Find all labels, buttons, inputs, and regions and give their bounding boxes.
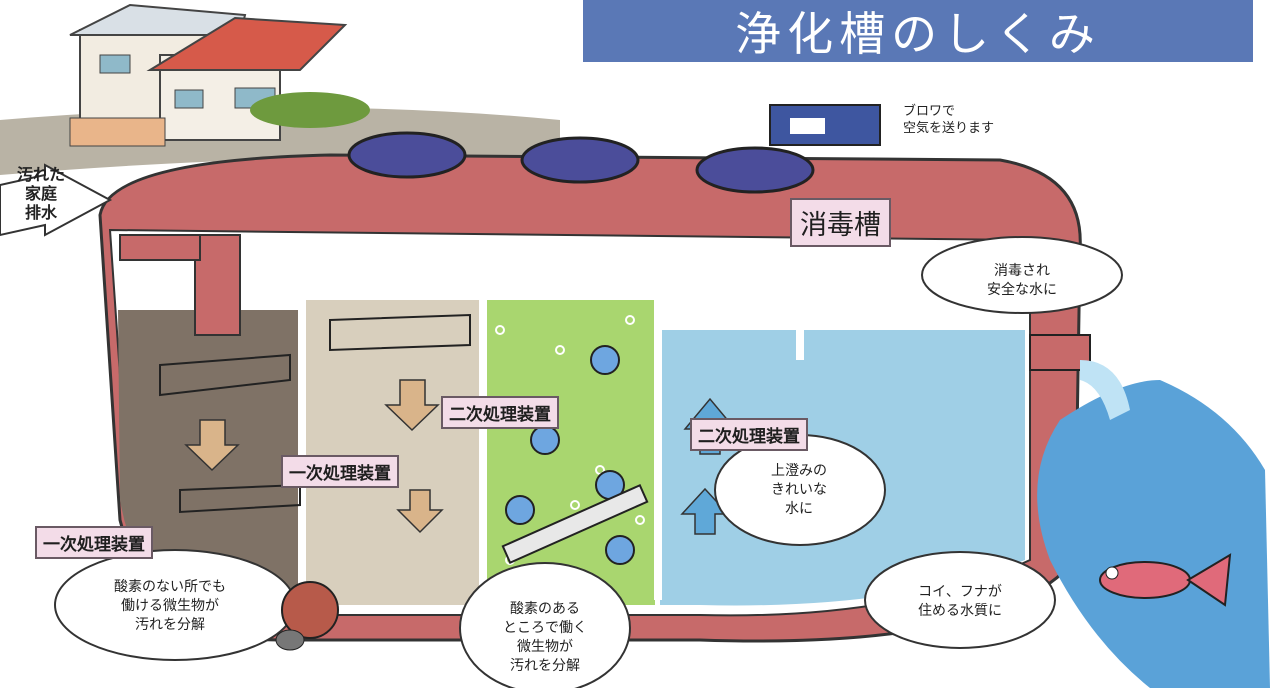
- secondary-treatment-label-2: 二次処理装置: [690, 418, 808, 451]
- wastewater-line-1: 汚れた: [16, 165, 65, 184]
- disinfected-line-2: 安全な水に: [987, 282, 1057, 298]
- microbe-icons: [505, 345, 635, 565]
- anaerobic-line-3: 汚れを分解: [135, 617, 205, 633]
- diffuser-pipe: [501, 483, 649, 565]
- aerobic-line-1: 酸素のある: [510, 601, 580, 617]
- blower-icon: [769, 104, 881, 146]
- river: [1037, 380, 1270, 688]
- aerobic-line-2: ところで働く: [503, 620, 587, 636]
- supernatant-line-1: 上澄みの: [771, 463, 827, 479]
- water-stream: [1080, 360, 1130, 420]
- aerobic-line-4: 汚れを分解: [510, 658, 580, 674]
- anaerobic-line-2: 働ける微生物が: [121, 598, 219, 614]
- page-title: 浄化槽のしくみ: [583, 0, 1253, 62]
- disinfection-tank-label: 消毒槽: [790, 198, 891, 247]
- supernatant-line-2: きれいな: [771, 482, 827, 498]
- anaerobic-bubble: 酸素のない所でも 働ける微生物が 汚れを分解: [70, 578, 270, 635]
- fish-icon: [1099, 553, 1232, 607]
- fish-line-2: 住める水質に: [918, 603, 1002, 619]
- inflow-arrow: [0, 163, 113, 237]
- primary-treatment-label-1: 一次処理装置: [35, 526, 153, 559]
- filter-grids: [159, 313, 471, 514]
- flow-arrows: [184, 379, 444, 534]
- house-icon: [69, 3, 370, 147]
- wastewater-line-2: 家庭: [24, 184, 57, 203]
- inlet-pipe: [194, 234, 241, 336]
- speech-bubbles: [54, 236, 1123, 688]
- primary-treatment-label-2: 一次処理装置: [281, 455, 399, 488]
- manhole-covers: [347, 131, 815, 194]
- blower-note-line-1: ブロワで: [903, 104, 956, 119]
- fish-bubble: コイ、フナが 住める水質に: [890, 583, 1030, 621]
- fish-line-1: コイ、フナが: [918, 584, 1002, 600]
- wastewater-label: 汚れた 家庭 排水: [6, 165, 76, 222]
- disinfected-bubble: 消毒され 安全な水に: [947, 262, 1097, 300]
- supernatant-bubble: 上澄みの きれいな 水に: [744, 462, 854, 519]
- wastewater-line-3: 排水: [24, 203, 57, 222]
- disinfected-line-1: 消毒され: [994, 263, 1050, 279]
- aerobic-bubble: 酸素のある ところで働く 微生物が 汚れを分解: [480, 600, 610, 676]
- blower-note: ブロワで 空気を送ります: [903, 103, 994, 137]
- secondary-treatment-label-1: 二次処理装置: [441, 396, 559, 429]
- aerobic-line-3: 微生物が: [517, 639, 573, 655]
- supernatant-line-3: 水に: [785, 501, 813, 517]
- blower-note-line-2: 空気を送ります: [903, 121, 995, 136]
- anaerobic-microbe-icon: [275, 581, 339, 651]
- anaerobic-line-1: 酸素のない所でも: [114, 579, 226, 595]
- outflow-pipe: [1029, 334, 1091, 371]
